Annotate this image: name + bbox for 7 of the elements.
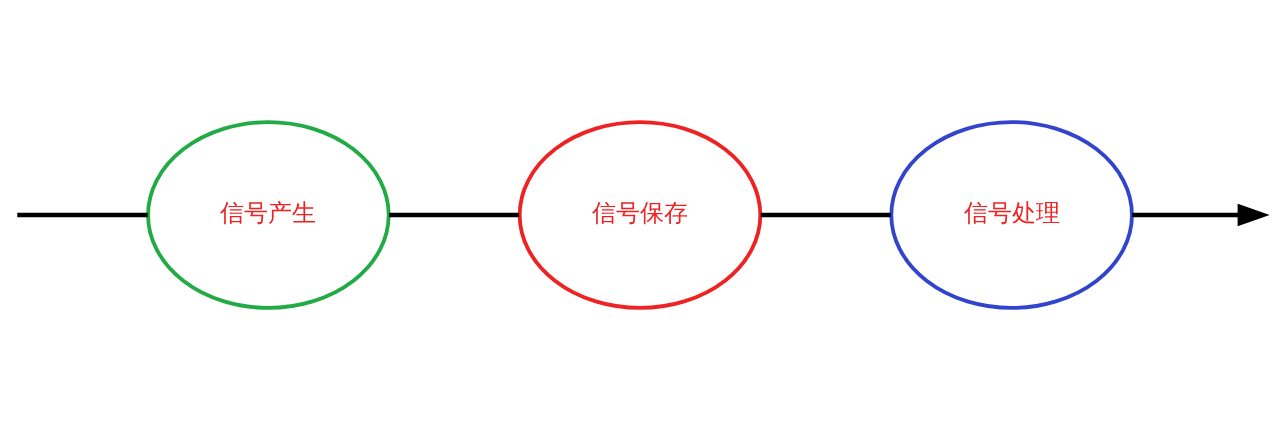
- connector: [760, 212, 891, 218]
- node-ellipse: 信号处理: [889, 120, 1134, 310]
- node-ellipse: 信号产生: [146, 120, 391, 310]
- connector: [389, 212, 520, 218]
- node-ellipse: 信号保存: [517, 120, 763, 310]
- arrow: [1132, 203, 1270, 227]
- connector: [17, 212, 148, 218]
